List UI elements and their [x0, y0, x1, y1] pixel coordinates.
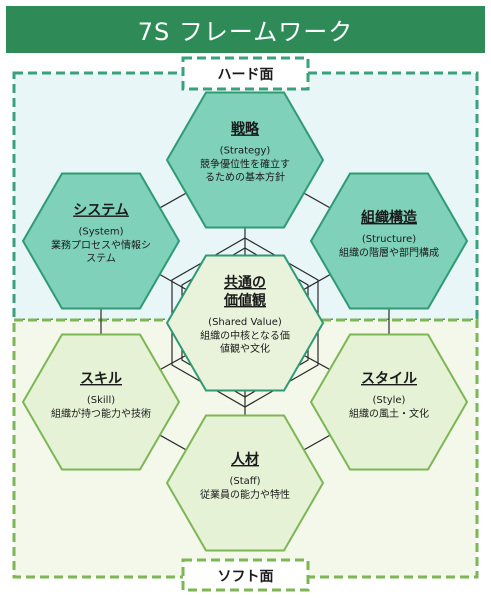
hex-system-english: (System)	[78, 227, 123, 238]
hex-structure-title: 組織構造	[361, 209, 417, 226]
hex-style-desc: 組織の風土・文化	[349, 407, 429, 420]
hex-staff: 人材 (Staff)従業員の能力や特性	[165, 414, 325, 552]
hex-system-desc: 業務プロセスや情報シ	[51, 239, 151, 252]
hex-structure-desc: 組織の階層や部門構成	[339, 246, 439, 259]
hex-skill-english: (Skill)	[87, 395, 115, 406]
hex-skill-desc: 組織が持つ能力や技術	[51, 407, 151, 420]
hex-staff-desc: 従業員の能力や特性	[200, 488, 290, 501]
hex-skill-title: スキル	[80, 371, 122, 387]
hex-system-shape	[21, 172, 181, 310]
hex-shared-title: 価値観	[223, 292, 266, 309]
hex-shared-desc: 値観や文化	[220, 342, 270, 355]
hex-skill: スキル (Skill)組織が持つ能力や技術	[21, 333, 181, 471]
soft-label: ソフト面	[218, 569, 274, 585]
hex-system-desc: ステム	[86, 253, 116, 265]
hex-shared-title: 共通の	[224, 274, 266, 291]
hex-style-english: (Style)	[373, 395, 406, 406]
hex-staff-shape	[165, 414, 325, 552]
soft-label-box	[181, 558, 310, 592]
hex-strategy-desc: るための基本方針	[205, 171, 285, 184]
hex-shared-english: (Shared Value)	[208, 317, 282, 328]
hex-skill-shape	[21, 333, 181, 471]
hex-shared-shape	[165, 254, 325, 392]
hex-staff-english: (Staff)	[229, 476, 260, 487]
page-title: 7S フレームワーク	[137, 18, 354, 46]
hex-strategy-shape	[165, 91, 325, 229]
hex-style-title: スタイル	[361, 371, 417, 387]
hex-strategy-desc: 競争優位性を確立す	[200, 158, 290, 171]
hex-structure-english: (Structure)	[362, 234, 416, 245]
hard-label-box	[181, 56, 310, 91]
hex-staff-title: 人材	[231, 451, 259, 468]
page-title-banner: 7S フレームワーク	[6, 6, 485, 53]
hex-strategy-english: (Strategy)	[220, 146, 271, 157]
hex-structure-shape	[309, 172, 469, 310]
hex-style: スタイル (Style)組織の風土・文化	[309, 333, 469, 471]
hex-system-title: システム	[73, 203, 129, 219]
hex-shared-desc: 組織の中核となる価	[200, 329, 290, 342]
hard-label: ハード面	[218, 67, 274, 83]
hex-style-shape	[309, 333, 469, 471]
hex-strategy-title: 戦略	[231, 121, 260, 138]
hex-structure: 組織構造 (Structure)組織の階層や部門構成	[309, 172, 469, 310]
